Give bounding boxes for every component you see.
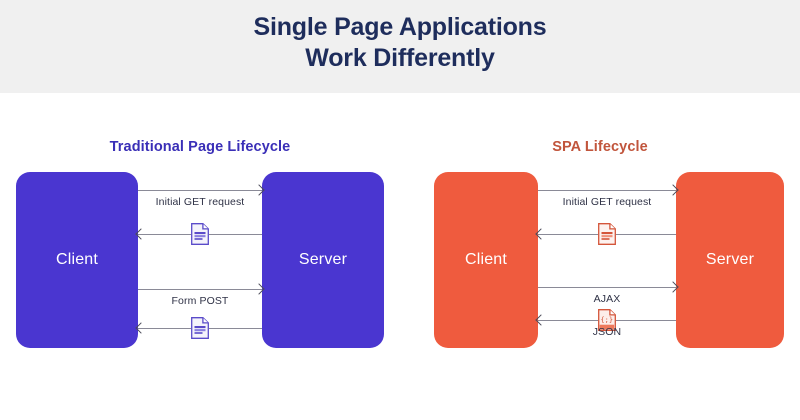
page-title: Single Page Applications Work Differentl… (0, 12, 800, 74)
json-file-icon: {;} (598, 309, 617, 332)
arrow-line-html-response-spa (535, 223, 676, 245)
panel-traditional-lifecycle: Traditional Page Lifecycle Client Server… (0, 93, 400, 420)
document-icon (191, 317, 210, 340)
arrow-line-html-response-1 (135, 223, 262, 245)
flow-label-initial-get-traditional: Initial GET request (155, 196, 245, 208)
svg-text:{;}: {;} (600, 316, 613, 324)
arrow-line-html-response-2 (135, 317, 262, 339)
node-client-traditional: Client (16, 172, 138, 348)
flow-label-form-post: Form POST (171, 295, 229, 307)
page-title-line-2: Work Differently (305, 44, 495, 72)
diagram-canvas: Traditional Page Lifecycle Client Server… (0, 93, 800, 420)
flow-label-json: JSON (592, 326, 622, 338)
panel-heading-spa: SPA Lifecycle (552, 139, 648, 155)
document-icon (598, 223, 617, 246)
flow-label-ajax: AJAX (593, 293, 621, 305)
document-icon (191, 223, 210, 246)
node-server-spa: Server (676, 172, 784, 348)
node-client-traditional-label: Client (55, 251, 99, 268)
arrow-line-initial-get-spa (538, 184, 679, 196)
node-server-traditional-label: Server (298, 251, 348, 268)
node-server-traditional: Server (262, 172, 384, 348)
arrow-line-json-response: {;} (535, 309, 676, 331)
node-client-spa: Client (434, 172, 538, 348)
panel-spa-lifecycle: SPA Lifecycle Client Server Initial GET … (400, 93, 800, 420)
node-client-spa-label: Client (464, 251, 508, 268)
page-title-line-1: Single Page Applications (253, 13, 547, 41)
arrow-line-ajax (538, 281, 679, 293)
node-server-spa-label: Server (705, 251, 755, 268)
arrow-line-form-post (138, 283, 265, 295)
header-band (0, 0, 800, 93)
arrow-line-initial-get-traditional (138, 184, 265, 196)
flow-label-initial-get-spa: Initial GET request (562, 196, 652, 208)
panel-heading-traditional: Traditional Page Lifecycle (109, 139, 291, 155)
